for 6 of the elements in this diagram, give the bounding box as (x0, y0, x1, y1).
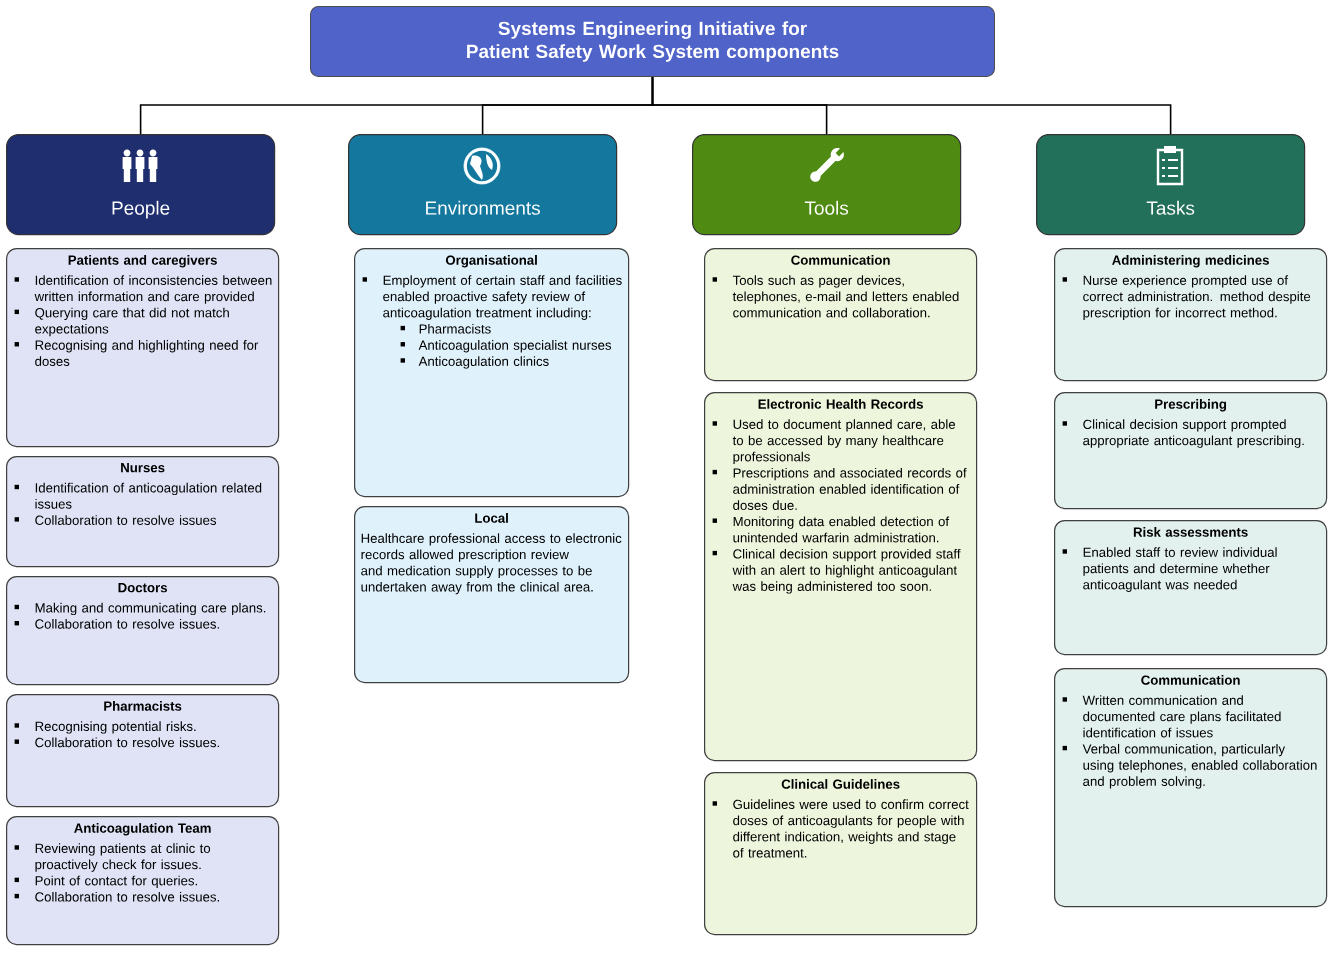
category-box: Tasks (1036, 134, 1306, 236)
category-box: Tools (692, 134, 962, 236)
category-box: Environments (348, 134, 618, 236)
title-box: Systems Engineering Initiative for Patient Safety Work System components (310, 6, 995, 77)
category-box: People (6, 134, 276, 236)
connector-line (651, 76, 1172, 135)
